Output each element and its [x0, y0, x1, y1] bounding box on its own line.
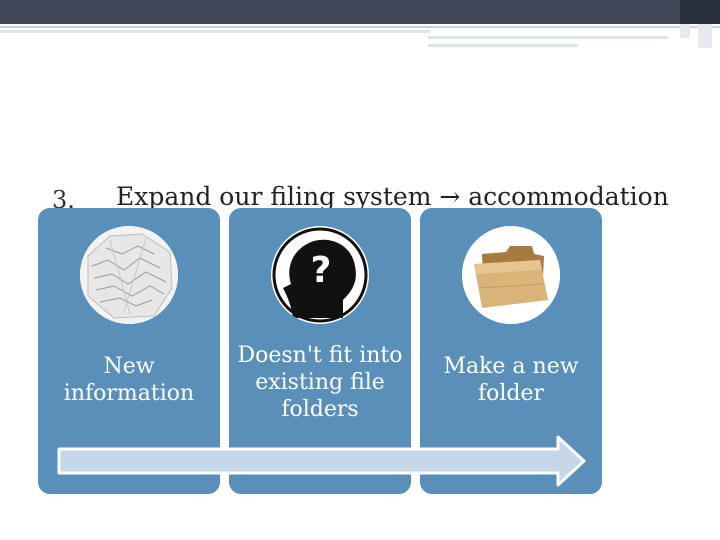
top-bar-rule [680, 24, 690, 38]
card-make-new-folder: Make a new folder [420, 208, 602, 494]
card-doesnt-fit: ? Doesn't fit into existing file folders [229, 208, 411, 494]
heading-number: 3. [52, 186, 75, 214]
card-new-information: New information [38, 208, 220, 494]
top-bar [0, 0, 720, 24]
heading-text-before: Expand our filing system [116, 182, 432, 211]
manila-folder-icon [462, 226, 560, 324]
top-bar-rule [428, 36, 668, 39]
top-bar-rule [0, 26, 720, 28]
heading-text: Expand our filing system → accommodation [116, 182, 669, 211]
crumpled-paper-icon [80, 226, 178, 324]
slide-heading: 3. Expand our filing system → accommodat… [0, 178, 720, 218]
card-label: Doesn't fit into existing file folders [237, 343, 403, 422]
top-bar-rule [428, 44, 578, 47]
top-bar-rule [698, 24, 712, 48]
card-label: Make a new folder [443, 354, 579, 406]
process-arrow [57, 435, 586, 487]
svg-text:?: ? [311, 250, 332, 291]
top-bar-corner [680, 0, 720, 24]
heading-text-after: accommodation [468, 182, 669, 211]
heading-arrow-glyph: → [439, 182, 461, 211]
card-label: New information [63, 354, 195, 406]
question-head-icon: ? [271, 226, 369, 324]
top-bar-rule [0, 30, 430, 33]
